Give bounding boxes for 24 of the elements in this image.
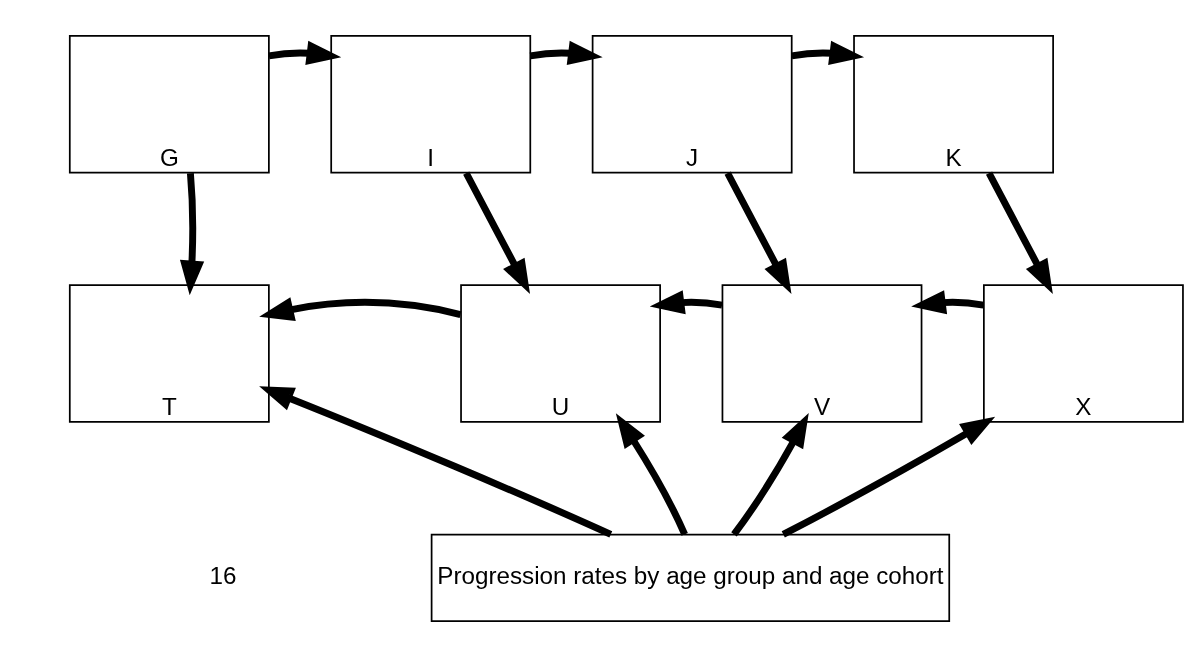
arrow (986, 171, 1053, 295)
arrow (259, 386, 613, 538)
arrow (463, 171, 531, 295)
arrow (615, 413, 688, 536)
label: 16 (209, 562, 237, 590)
node-box: I (330, 35, 532, 174)
node-box: J (591, 35, 793, 174)
arrow (731, 412, 809, 537)
node-box: G (68, 35, 270, 174)
arrow (791, 40, 865, 65)
arrow (259, 297, 462, 321)
node-box: K (853, 35, 1054, 174)
arrow (268, 40, 342, 65)
arrow (179, 172, 205, 296)
arrow (781, 416, 996, 538)
node-box: T (68, 284, 270, 423)
arrow (649, 290, 723, 315)
node-box: X (983, 284, 1184, 423)
arrow (529, 40, 603, 65)
node-box: U (460, 284, 661, 423)
node-box: Progression rates by age group and age cohort (430, 533, 951, 622)
arrow (724, 171, 792, 294)
node-box: V (721, 284, 923, 423)
arrow (911, 290, 985, 315)
